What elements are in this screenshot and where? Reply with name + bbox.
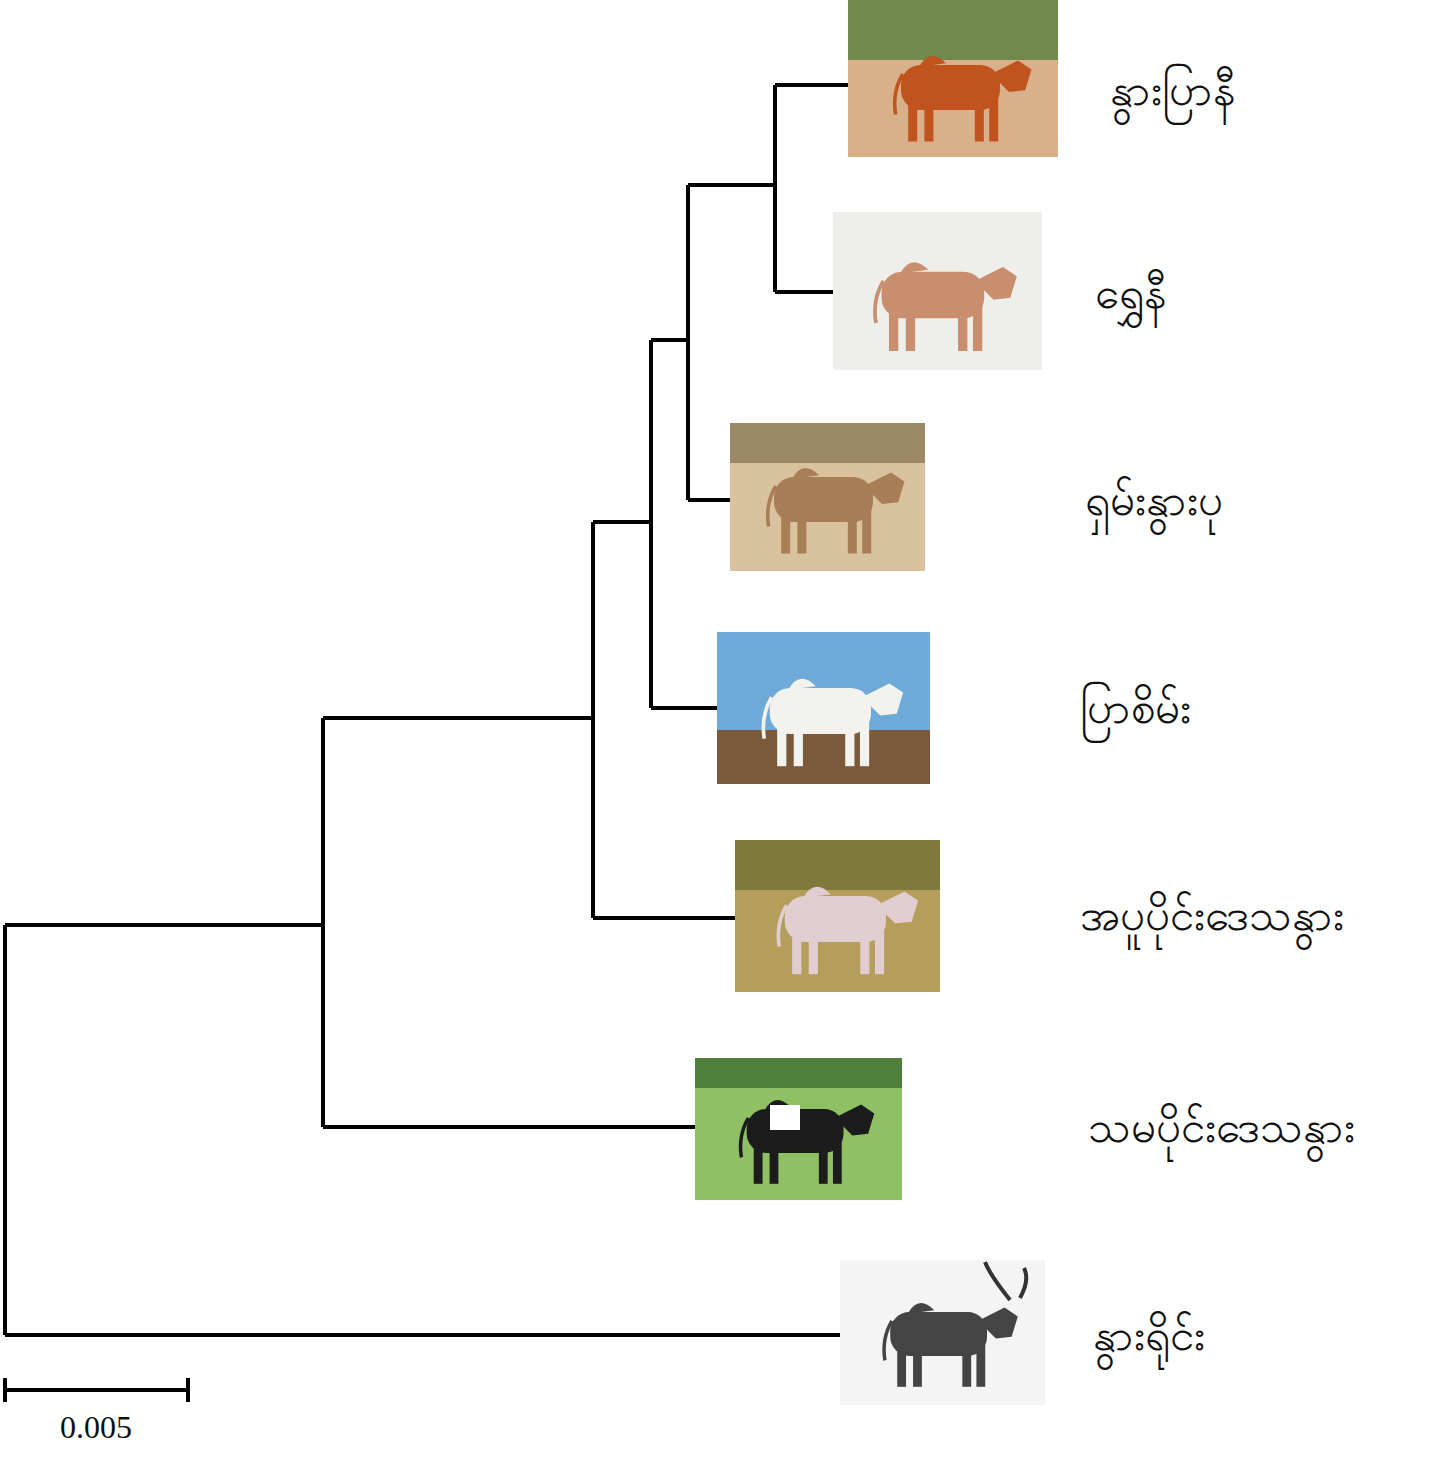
photo-2 (833, 212, 1042, 370)
scale-bar (5, 1378, 188, 1402)
aurochs-drawing (840, 1260, 1045, 1405)
tree-branches (5, 85, 848, 1335)
scale-value: 0.005 (60, 1407, 132, 1449)
photo-6 (695, 1058, 902, 1200)
taxon-label: သမပိုင်းဒေသနွား (1088, 1098, 1355, 1155)
photo-3 (730, 423, 925, 571)
photo-5 (735, 840, 940, 992)
photo-4 (717, 632, 930, 784)
taxon-label: ရွှေနီ (1095, 264, 1167, 321)
taxon-label: နွားရိုင်း (1093, 1306, 1205, 1363)
taxon-label: ပြာစိမ်း (1080, 679, 1191, 736)
photo-1 (848, 0, 1058, 157)
taxon-label: ရှမ်းနွားပု (1085, 471, 1223, 528)
taxon-label: နွားပြာနီ (1110, 61, 1236, 118)
taxon-label: အပူပိုင်းဒေသနွား (1080, 886, 1344, 943)
